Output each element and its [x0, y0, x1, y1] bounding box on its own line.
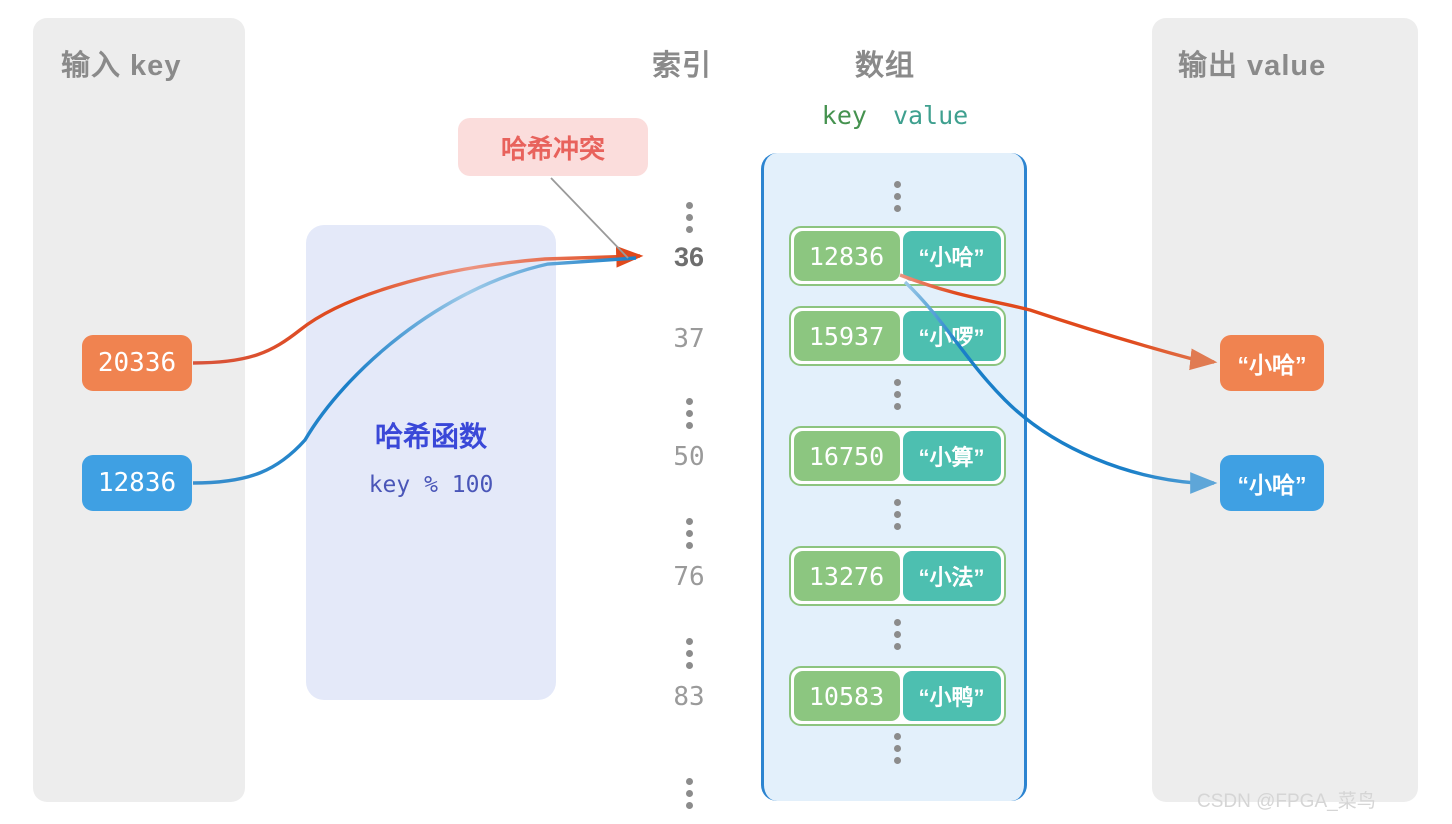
key-value-pair: 13276“小法”	[788, 546, 1006, 606]
array-column-title: 数组	[855, 50, 916, 82]
vertical-ellipsis-icon	[893, 619, 901, 650]
key-value-pair: 10583“小鸭”	[788, 666, 1006, 726]
index-column-title: 索引	[652, 50, 713, 82]
input-key-pill: 12836	[82, 455, 192, 511]
array-container: 12836“小哈”15937“小啰”16750“小算”13276“小法”1058…	[761, 153, 1027, 801]
array-ellipsis	[764, 733, 1030, 764]
cell-value: “小啰”	[902, 311, 1001, 361]
hash-function-formula: key % 100	[368, 472, 494, 498]
vertical-ellipsis-icon	[893, 379, 901, 410]
array-cell-row: 13276“小法”	[764, 545, 1030, 607]
input-panel	[33, 18, 245, 802]
index-column: 36 37 50 76 83	[648, 160, 730, 809]
output-value-pill: “小哈”	[1220, 335, 1324, 391]
vertical-ellipsis-icon	[893, 499, 901, 530]
array-ellipsis	[764, 379, 1030, 410]
array-cell-row: 16750“小算”	[764, 425, 1030, 487]
cell-key: 16750	[793, 431, 900, 481]
value-header-label: value	[892, 101, 969, 130]
cell-key: 10583	[793, 671, 900, 721]
index-label: 83	[673, 682, 705, 712]
index-ellipsis	[648, 502, 730, 549]
output-value-pill: “小哈”	[1220, 455, 1324, 511]
input-key-pill: 20336	[82, 335, 192, 391]
index-label: 76	[673, 562, 705, 592]
vertical-ellipsis-icon	[685, 202, 693, 233]
key-value-pair: 15937“小啰”	[788, 306, 1006, 366]
index-label: 37	[673, 324, 705, 354]
wire-collision-leader	[550, 177, 629, 259]
output-panel-title: 输出 value	[1178, 50, 1327, 82]
vertical-ellipsis-icon	[685, 398, 693, 429]
cell-key: 13276	[793, 551, 900, 601]
vertical-ellipsis-icon	[893, 181, 901, 212]
key-value-pair: 16750“小算”	[788, 426, 1006, 486]
vertical-ellipsis-icon	[893, 733, 901, 764]
cell-value: “小哈”	[902, 231, 1001, 281]
array-ellipsis	[764, 499, 1030, 530]
cell-value: “小鸭”	[902, 671, 1001, 721]
cell-value: “小算”	[902, 431, 1001, 481]
key-value-header: key value	[760, 101, 1030, 130]
array-ellipsis	[764, 619, 1030, 650]
hash-collision-label: 哈希冲突	[458, 118, 648, 176]
array-cell-row: 10583“小鸭”	[764, 665, 1030, 727]
array-cell-row: 15937“小啰”	[764, 305, 1030, 367]
hash-function-box	[306, 225, 556, 700]
index-ellipsis	[648, 622, 730, 669]
array-ellipsis	[764, 181, 1030, 212]
vertical-ellipsis-icon	[685, 518, 693, 549]
key-header-label: key	[821, 101, 867, 130]
array-cell-row: 12836“小哈”	[764, 225, 1030, 287]
index-label: 50	[673, 442, 705, 472]
cell-value: “小法”	[902, 551, 1001, 601]
index-ellipsis	[648, 186, 730, 233]
output-panel	[1152, 18, 1418, 802]
vertical-ellipsis-icon	[685, 778, 693, 809]
hash-function-title: 哈希函数	[374, 421, 487, 452]
input-panel-title: 输入 key	[61, 50, 182, 82]
watermark: CSDN @FPGA_菜鸟	[1197, 791, 1376, 812]
index-ellipsis	[648, 762, 730, 809]
key-value-pair: 12836“小哈”	[788, 226, 1006, 286]
index-ellipsis	[648, 382, 730, 429]
vertical-ellipsis-icon	[685, 638, 693, 669]
index-label: 36	[673, 242, 705, 272]
cell-key: 15937	[793, 311, 900, 361]
cell-key: 12836	[793, 231, 900, 281]
